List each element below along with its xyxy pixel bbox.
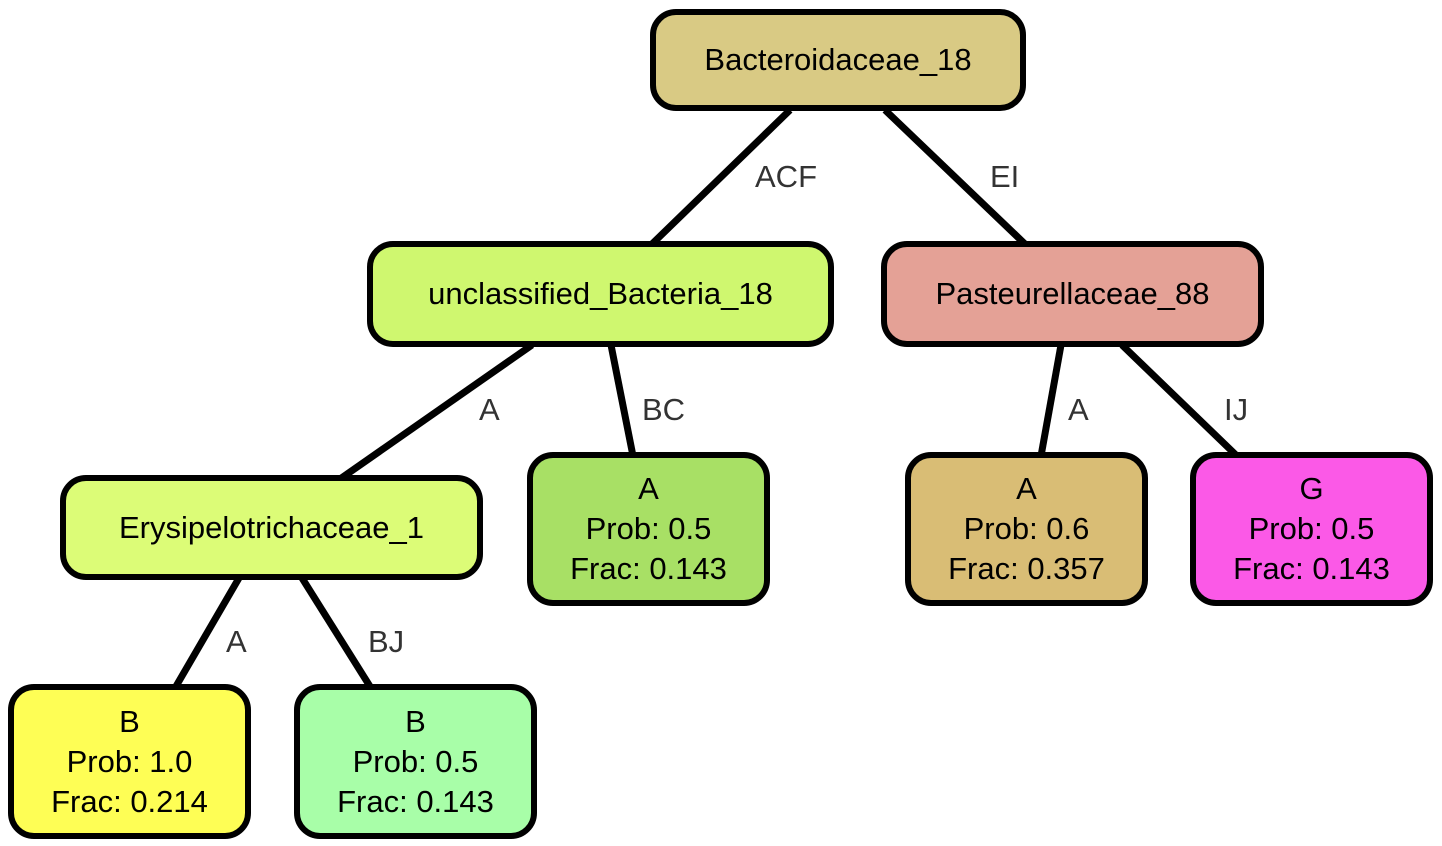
leaf-prob: Prob: 0.5 <box>1248 511 1375 546</box>
edge-pasteurellaceae-leaf-g <box>1119 342 1240 459</box>
leaf-frac: Frac: 0.357 <box>948 551 1105 586</box>
leaf-node-g-pasteurellaceae[interactable]: G Prob: 0.5 Frac: 0.143 <box>1190 452 1433 606</box>
node-unclassified-bacteria-18[interactable]: unclassified_Bacteria_18 <box>367 241 834 347</box>
edge-unclassified-leaf-a <box>607 344 637 457</box>
edge-label-a-ery: A <box>479 392 500 427</box>
edge-erysipelotrichaceae-leaf-b1 <box>171 576 243 690</box>
leaf-label: A <box>638 471 659 506</box>
node-label: unclassified_Bacteria_18 <box>428 276 773 311</box>
leaf-prob: Prob: 0.5 <box>585 511 712 546</box>
edge-label-acf: ACF <box>755 159 817 194</box>
leaf-prob: Prob: 1.0 <box>66 743 193 779</box>
leaf-prob: Prob: 0.5 <box>352 743 479 779</box>
leaf-frac: Frac: 0.214 <box>51 783 208 819</box>
edge-unclassified-erysipelotrichaceae <box>337 342 535 482</box>
edge-label-ei: EI <box>990 159 1019 194</box>
node-erysipelotrichaceae-1[interactable]: Erysipelotrichaceae_1 <box>60 475 483 580</box>
leaf-frac: Frac: 0.143 <box>1233 551 1390 586</box>
leaf-label: G <box>1299 471 1324 506</box>
edge-pasteurellaceae-leaf-a <box>1037 344 1065 457</box>
node-pasteurellaceae-88[interactable]: Pasteurellaceae_88 <box>881 241 1264 347</box>
edge-label-ij: IJ <box>1224 392 1248 427</box>
node-label: Pasteurellaceae_88 <box>935 276 1210 311</box>
leaf-node-b-prob-1[interactable]: B Prob: 1.0 Frac: 0.214 <box>8 684 251 839</box>
leaf-node-a-unclassified[interactable]: A Prob: 0.5 Frac: 0.143 <box>527 452 770 606</box>
node-label: Bacteroidaceae_18 <box>704 42 972 77</box>
leaf-label: B <box>405 703 426 739</box>
leaf-label: B <box>119 703 140 739</box>
node-label: Erysipelotrichaceae_1 <box>118 509 424 545</box>
leaf-prob: Prob: 0.6 <box>963 511 1090 546</box>
edge-root-unclassified <box>649 107 793 247</box>
edge-label-bc: BC <box>642 392 685 427</box>
leaf-node-b-prob-05[interactable]: B Prob: 0.5 Frac: 0.143 <box>294 684 537 839</box>
leaf-node-a-pasteurellaceae[interactable]: A Prob: 0.6 Frac: 0.357 <box>905 452 1148 606</box>
edge-label-a-past: A <box>1068 392 1089 427</box>
leaf-frac: Frac: 0.143 <box>570 551 727 586</box>
leaf-label: A <box>1016 471 1037 506</box>
edge-root-pasteurellaceae <box>882 107 1028 247</box>
edge-label-a-b1: A <box>226 624 247 659</box>
leaf-frac: Frac: 0.143 <box>337 783 494 819</box>
edge-label-bj: BJ <box>368 624 404 659</box>
node-bacteroidaceae-18[interactable]: Bacteroidaceae_18 <box>650 9 1026 111</box>
edge-erysipelotrichaceae-leaf-b2 <box>299 576 374 690</box>
